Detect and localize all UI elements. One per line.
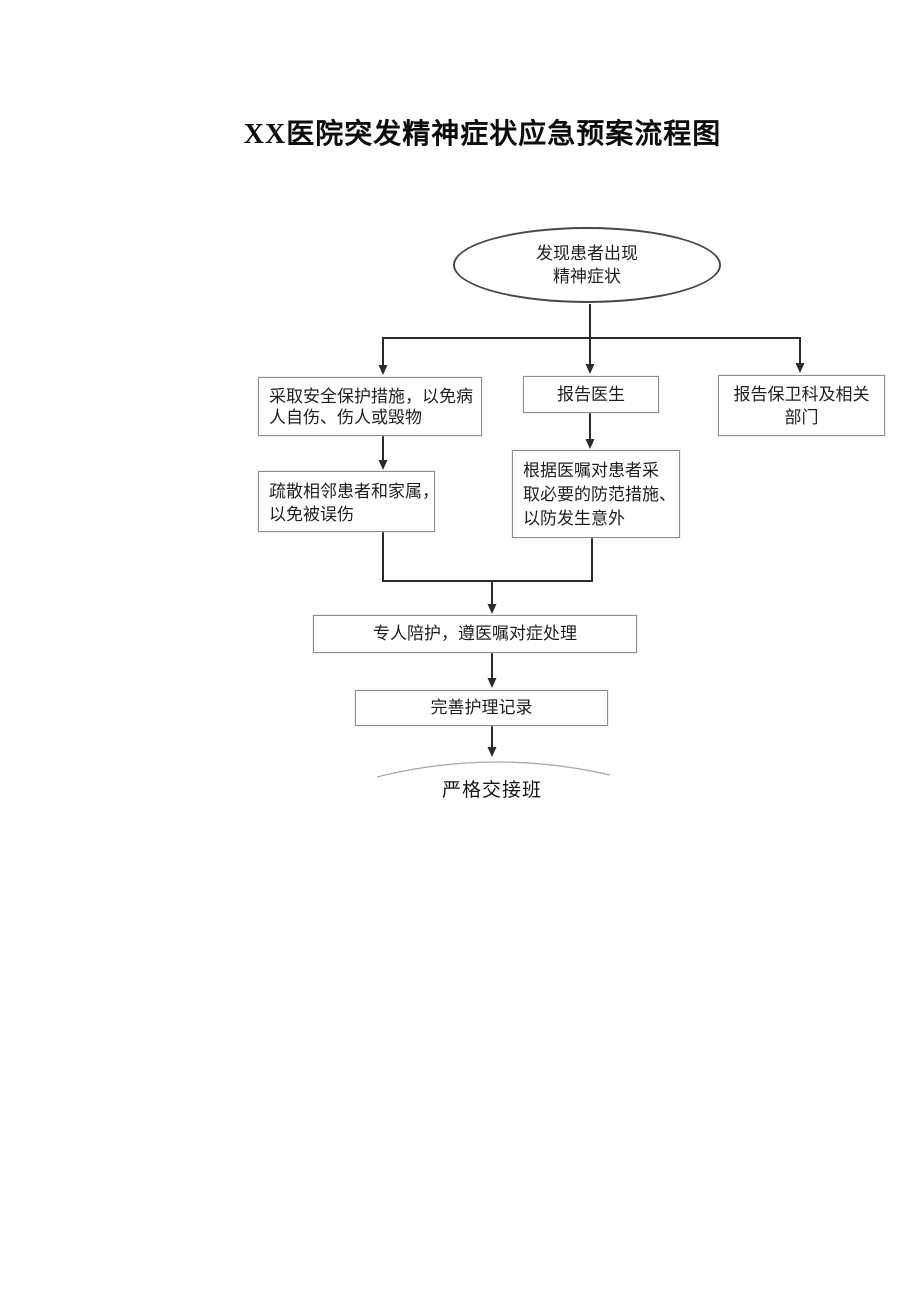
flow-node-accompany: 专人陪护，遵医嘱对症处理 (313, 615, 637, 653)
flow-node-report-doctor: 报告医生 (523, 376, 659, 413)
flow-node-handover-label: 严格交接班 (441, 780, 542, 801)
flow-node-precautions: 根据医嘱对患者采 取必要的防范措施、 以防发生意外 (512, 450, 680, 538)
flow-node-start: 发现患者出现 精神症状 (453, 227, 721, 303)
flow-node-nursing-records: 完善护理记录 (355, 690, 608, 726)
page-title: XX医院突发精神症状应急预案流程图 (243, 119, 722, 150)
flow-node-protect-measures: 采取安全保护措施，以免病 人自伤、伤人或毁物 (258, 377, 482, 436)
flow-node-evacuate: 疏散相邻患者和家属， 以免被误伤 (258, 471, 439, 532)
flow-node-report-security: 报告保卫科及相关 部门 (718, 375, 885, 436)
